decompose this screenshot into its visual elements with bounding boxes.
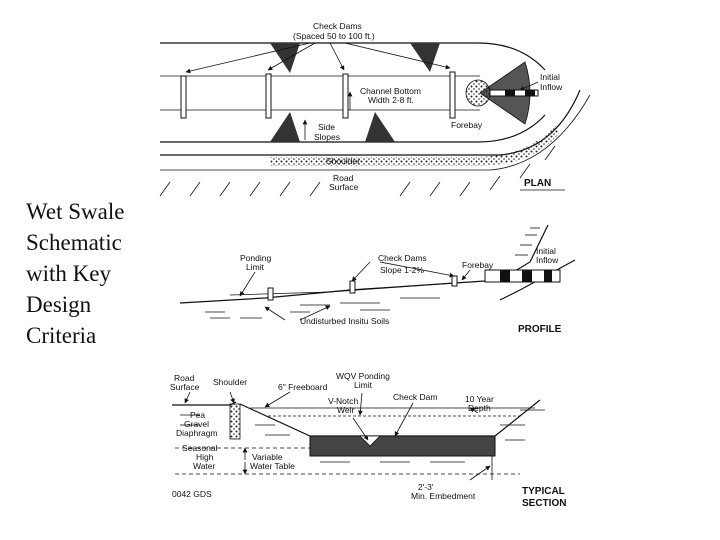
plan-side-slopes-label-2: Slopes	[314, 132, 340, 142]
profile-view-label: PROFILE	[518, 324, 562, 335]
plan-side-slope-2	[270, 112, 300, 142]
section-road-surface-label-2: Surface	[170, 382, 200, 392]
plan-road-surface-label-2: Surface	[329, 182, 359, 192]
profile-view: Ponding Limit Check Dams Slope 1-2% Fore…	[179, 224, 576, 335]
section-seasonal-label-3: Water	[193, 461, 216, 471]
profile-slope-ticks	[515, 227, 540, 256]
title-line-3: with Key	[26, 261, 111, 286]
title-line-2: Schematic	[26, 230, 122, 255]
plan-side-slope-1	[270, 43, 300, 73]
plan-side-slopes-label: Side	[318, 122, 335, 132]
section-view-label-2: SECTION	[522, 498, 566, 509]
profile-initial-inflow-label: Initial	[536, 246, 556, 256]
section-freeboard-label: 6" Freeboard	[278, 382, 328, 392]
profile-check-dam-1	[267, 287, 274, 301]
plan-check-dam-2	[265, 73, 272, 119]
section-pea-gravel-diaphragm	[229, 403, 241, 440]
section-shoulder-label: Shoulder	[213, 377, 247, 387]
plan-shoulder-stipple	[270, 125, 560, 166]
profile-initial-inflow-label-2: Inflow	[536, 255, 559, 265]
section-soil-ticks	[180, 409, 545, 463]
section-variable-label: Variable	[252, 452, 283, 462]
profile-check-dam-3	[451, 275, 458, 287]
title-line-4: Design	[26, 292, 92, 317]
profile-ponding-limit-label-2: Limit	[246, 262, 265, 272]
plan-initial-inflow-label: Initial	[540, 72, 560, 82]
section-vnotch-label-2: Weir	[337, 405, 354, 415]
section-embedment-label: 2'-3'	[418, 482, 434, 492]
plan-check-dam-1	[180, 75, 187, 119]
section-ten-year-label: 10 Year	[465, 394, 494, 404]
profile-forebay-label: Forebay	[462, 260, 494, 270]
section-road-surface	[172, 401, 237, 406]
profile-soil-ticks	[205, 297, 440, 319]
plan-road-ticks	[159, 145, 556, 197]
profile-ponding-limit-label: Ponding	[240, 253, 271, 263]
section-seasonal-label-2: High	[196, 452, 214, 462]
section-vnotch-label: V-Notch	[328, 396, 359, 406]
plan-shoulder-edge	[160, 94, 591, 171]
section-ten-year-label-2: Depth	[468, 403, 491, 413]
plan-side-slope-4	[410, 43, 440, 72]
section-pea-gravel-label-3: Diaphragm	[176, 428, 218, 438]
plan-check-dam-3	[342, 73, 349, 119]
plan-swale-bottom-edge	[160, 114, 546, 143]
title-line-1: Wet Swale	[26, 199, 125, 224]
section-wqv-ponding-label: WQV Ponding	[336, 371, 390, 381]
plan-initial-inflow-label-2: Inflow	[540, 82, 563, 92]
plan-forebay-label: Forebay	[451, 120, 483, 130]
plan-channel-width-label: Width 2-8 ft.	[368, 95, 414, 105]
plan-check-dams-spacing-label: (Spaced 50 to 100 ft.)	[293, 31, 375, 41]
section-channel-profile	[239, 399, 541, 437]
section-drawing-code: 0042 GDS	[172, 489, 212, 499]
section-seasonal-label: Seasonal	[182, 443, 218, 453]
plan-shoulder-label: Shoulder	[326, 156, 360, 166]
section-road-surface-label: Road	[174, 373, 195, 383]
section-pea-gravel-label-2: Gravel	[184, 419, 209, 429]
profile-slope-label: Slope 1-2%	[380, 265, 424, 275]
profile-water-surface	[229, 282, 456, 296]
section-variable-label-2: Water Table	[250, 461, 295, 471]
plan-view: Check Dams (Spaced 50 to 100 ft.) Initia…	[159, 21, 591, 197]
profile-check-dams-label: Check Dams	[378, 253, 427, 263]
section-check-dam-label: Check Dam	[393, 392, 437, 402]
plan-forebay-riprap	[465, 79, 491, 107]
plan-swale-top-edge	[160, 42, 546, 71]
plan-check-dams-label: Check Dams	[313, 21, 362, 31]
plan-road-surface-label: Road	[333, 173, 354, 183]
profile-insitu-soils-label: Undisturbed Insitu Soils	[300, 316, 389, 326]
plan-view-label: PLAN	[524, 178, 551, 189]
section-view-label: TYPICAL	[522, 486, 565, 497]
profile-check-dam-2	[349, 280, 356, 294]
typical-section-view: Road Surface Shoulder 6" Freeboard WQV P…	[170, 371, 566, 509]
section-check-dam-body	[309, 435, 496, 457]
section-wqv-ponding-label-2: Limit	[354, 380, 373, 390]
plan-channel-bottom-label: Channel Bottom	[360, 86, 421, 96]
section-pea-gravel-label: Pea	[190, 410, 205, 420]
title-line-5: Criteria	[26, 323, 97, 348]
section-embedment-label-2: Min. Embedment	[411, 491, 476, 501]
slide-title: Wet Swale Schematic with Key Design Crit…	[26, 196, 156, 351]
plan-side-slope-3	[365, 112, 395, 142]
plan-check-dam-4	[449, 71, 456, 119]
